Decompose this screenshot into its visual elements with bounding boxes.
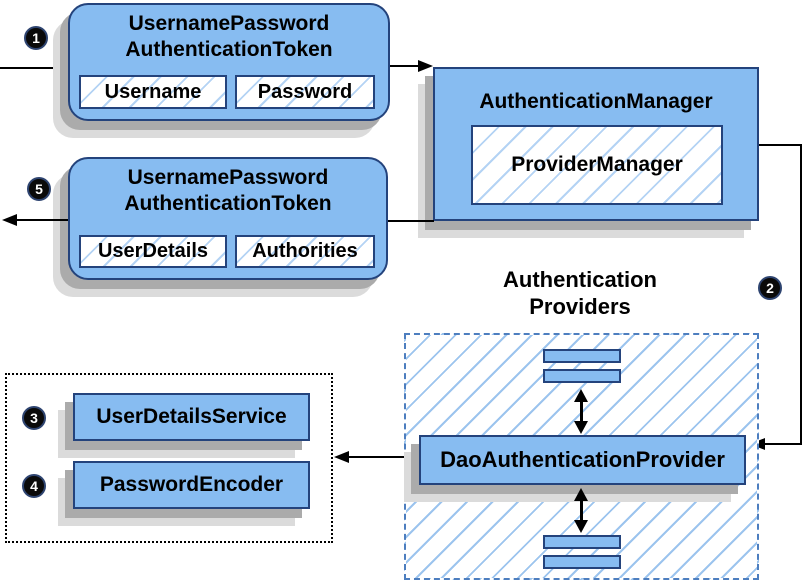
- flow1-to-manager-line: [390, 65, 420, 67]
- request-token-title: UsernamePassword AuthenticationToken: [70, 11, 388, 63]
- step2-badge: 2: [758, 276, 782, 300]
- flow2-line-top: [759, 144, 802, 146]
- arrowhead-down-icon: [574, 520, 588, 533]
- double-arrow-icon: [573, 389, 589, 434]
- userdetails-field: UserDetails: [79, 235, 227, 268]
- flow2-line-vertical: [800, 144, 802, 444]
- step4-number: 4: [30, 478, 38, 494]
- authentication-manager-title: AuthenticationManager: [479, 90, 713, 113]
- arrowhead-right-icon: [418, 60, 433, 72]
- username-field: Username: [79, 75, 227, 109]
- providers-heading: Authentication Providers: [470, 266, 690, 320]
- user-details-service-node: UserDetailsService: [73, 393, 310, 441]
- password-encoder-node: PasswordEncoder: [73, 461, 310, 509]
- provider-manager-node: ProviderManager: [471, 125, 723, 205]
- providers-heading-line1: Authentication: [503, 267, 657, 292]
- arrowhead-up-icon: [574, 488, 588, 501]
- flow1-line: [0, 67, 68, 69]
- double-arrow-shaft: [579, 501, 583, 520]
- step2-number: 2: [766, 280, 774, 296]
- flow5-line-left: [14, 219, 68, 221]
- providers-heading-line2: Providers: [529, 294, 631, 319]
- request-token-title-line2: AuthenticationToken: [125, 38, 333, 61]
- flow5-line-right: [388, 220, 434, 222]
- dao-authentication-provider-node: DaoAuthenticationProvider: [419, 435, 746, 485]
- provider-placeholder-bar: [543, 535, 621, 549]
- arrowhead-left-icon: [2, 214, 17, 226]
- step1-number: 1: [32, 30, 40, 46]
- step5-badge: 5: [27, 177, 51, 201]
- flow2-line-bottom: [764, 443, 802, 445]
- result-token-title-line2: AuthenticationToken: [124, 192, 332, 215]
- double-arrow-shaft: [579, 402, 583, 421]
- result-token-title-line1: UsernamePassword: [127, 166, 329, 189]
- step3-number: 3: [30, 410, 38, 426]
- provider-placeholder-bar: [543, 555, 621, 569]
- step1-badge: 1: [24, 26, 48, 50]
- arrowhead-up-icon: [574, 389, 588, 402]
- provider-placeholder-bar: [543, 349, 621, 363]
- result-token-title: UsernamePassword AuthenticationToken: [70, 165, 386, 217]
- arrowhead-left-icon: [334, 451, 349, 463]
- step5-number: 5: [35, 181, 43, 197]
- request-token-node: UsernamePassword AuthenticationToken Use…: [68, 3, 390, 121]
- step4-badge: 4: [22, 474, 46, 498]
- result-token-node: UsernamePassword AuthenticationToken Use…: [68, 157, 388, 280]
- arrowhead-down-icon: [574, 421, 588, 434]
- authorities-field: Authorities: [235, 235, 375, 268]
- password-field: Password: [235, 75, 375, 109]
- flow3-line: [348, 456, 404, 458]
- double-arrow-icon: [573, 488, 589, 533]
- provider-placeholder-bar: [543, 369, 621, 383]
- authentication-manager-node: AuthenticationManager ProviderManager: [433, 67, 759, 221]
- request-token-title-line1: UsernamePassword: [128, 12, 330, 35]
- step3-badge: 3: [22, 406, 46, 430]
